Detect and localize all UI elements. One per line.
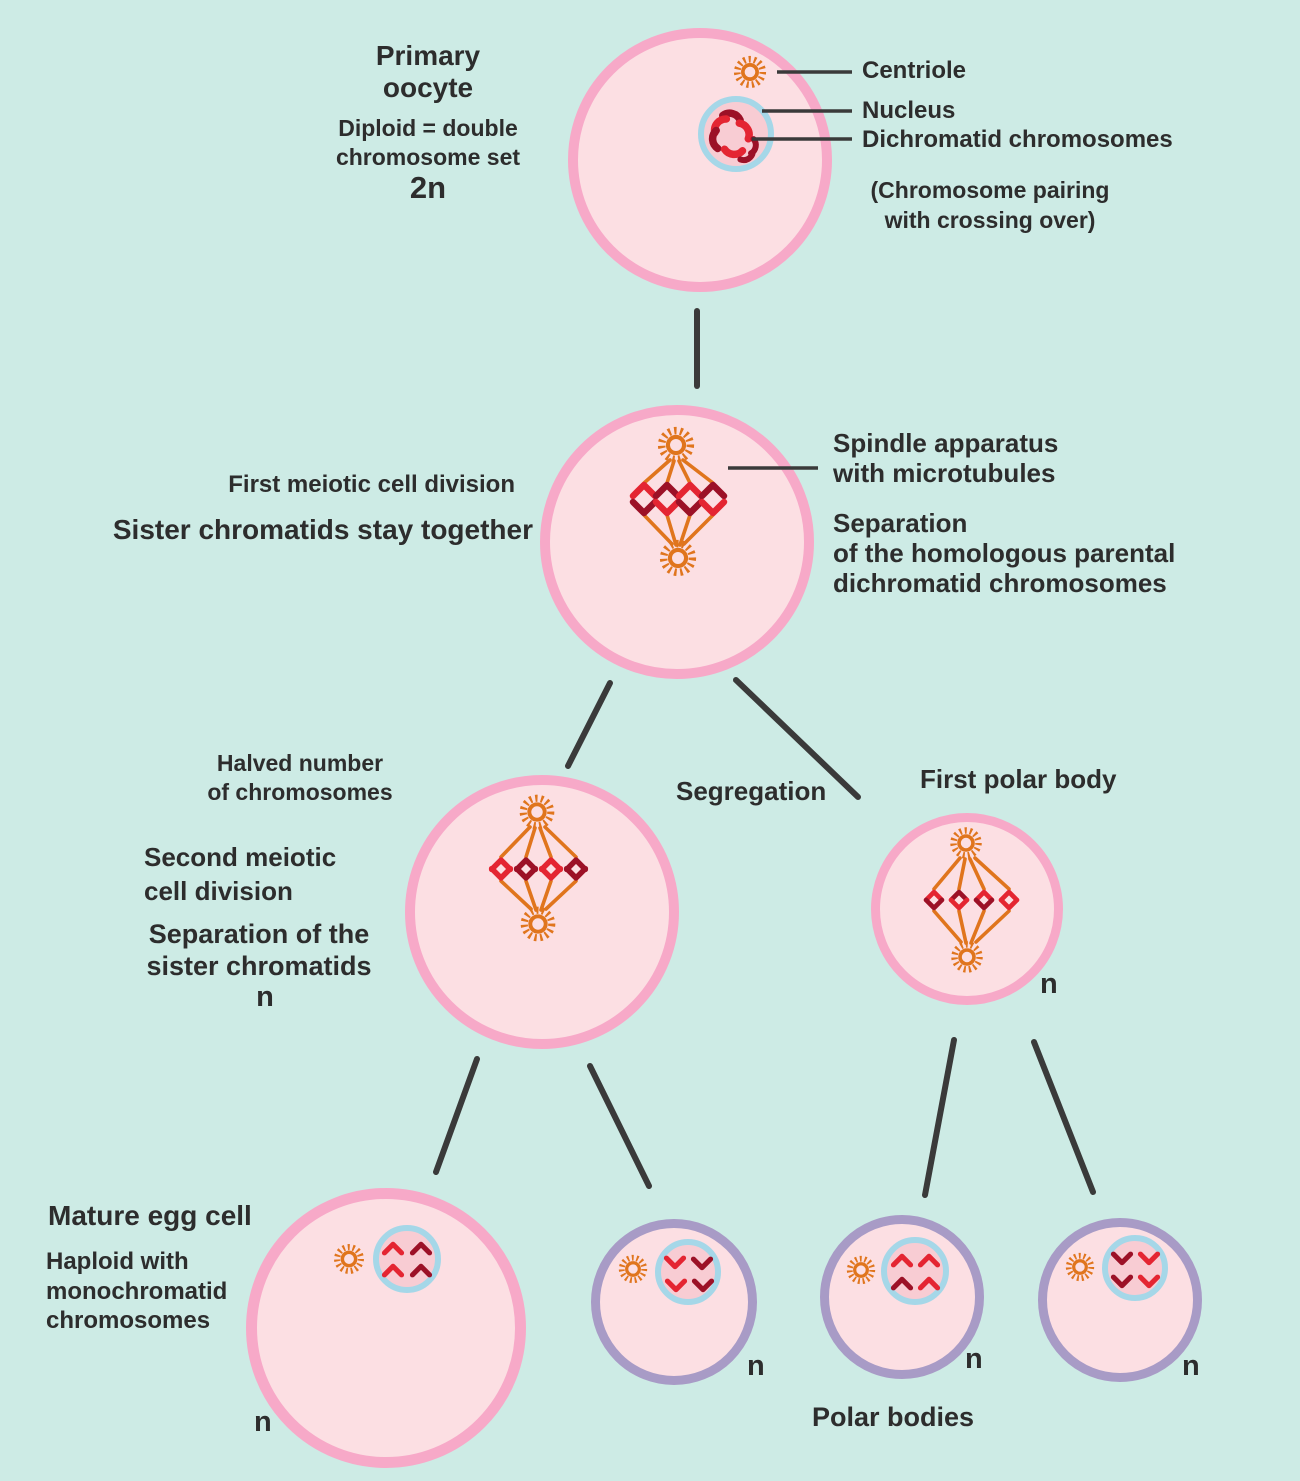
meiosis1-cell	[540, 405, 814, 679]
connector-5	[587, 1063, 652, 1189]
centriole-label: Centriole	[862, 57, 967, 84]
sister-together-label: Sister chromatids stay together	[112, 514, 533, 545]
ploidy-2n-label: 2n	[409, 170, 447, 205]
ploidy-n-egg-label: n	[254, 1406, 272, 1438]
ploidy-n-polar3-label: n	[1182, 1350, 1200, 1382]
haploid-note-label: Haploid with monochromatid chromosomes	[46, 1248, 228, 1335]
ploidy-n-first-polar-label: n	[1040, 968, 1058, 1000]
dichromatid-label: Dichromatid chromosomes	[862, 126, 1173, 153]
diploid-note-label: Diploid = double chromosome set	[335, 115, 521, 170]
ploidy-n-polar1-label: n	[747, 1350, 765, 1382]
secondary-oocyte-cell	[405, 775, 679, 1049]
polar-bodies-label: Polar bodies	[812, 1402, 975, 1432]
pairing-note-label: (Chromosome pairing with crossing over)	[870, 177, 1110, 233]
primary-oocyte-label: Primary oocyte	[375, 40, 481, 103]
ploidy-n-secondary-label: n	[256, 981, 274, 1013]
first-polar-body-label: First polar body	[920, 764, 1117, 794]
halved-number-label: Halved number of chromosomes	[207, 750, 393, 806]
first-polar-body-cell	[871, 813, 1063, 1005]
ploidy-n-polar2-label: n	[965, 1343, 983, 1375]
nucleus-label: Nucleus	[862, 97, 956, 124]
polar-body-1-cell	[591, 1219, 757, 1385]
spindle-apparatus-label: Spindle apparatus with microtubules	[833, 428, 1059, 489]
mature-egg-label: Mature egg cell	[48, 1200, 252, 1231]
connector-7	[1031, 1039, 1096, 1195]
separation-sister-label: Separation of the sister chromatids	[146, 919, 372, 982]
mature-egg-cell	[246, 1188, 526, 1468]
connector-4	[433, 1056, 480, 1175]
primary-oocyte-cell	[568, 28, 832, 292]
second-meiotic-label: Second meiotic cell division	[144, 842, 337, 906]
separation-homologous-label: Separation of the homologous parental di…	[833, 508, 1176, 599]
polar-body-3-cell	[1038, 1218, 1202, 1382]
connector-2	[565, 680, 613, 769]
polar-body-2-cell	[820, 1215, 984, 1379]
connector-6	[922, 1037, 957, 1198]
first-meiotic-label: First meiotic cell division	[228, 471, 515, 498]
segregation-label: Segregation	[676, 776, 827, 806]
